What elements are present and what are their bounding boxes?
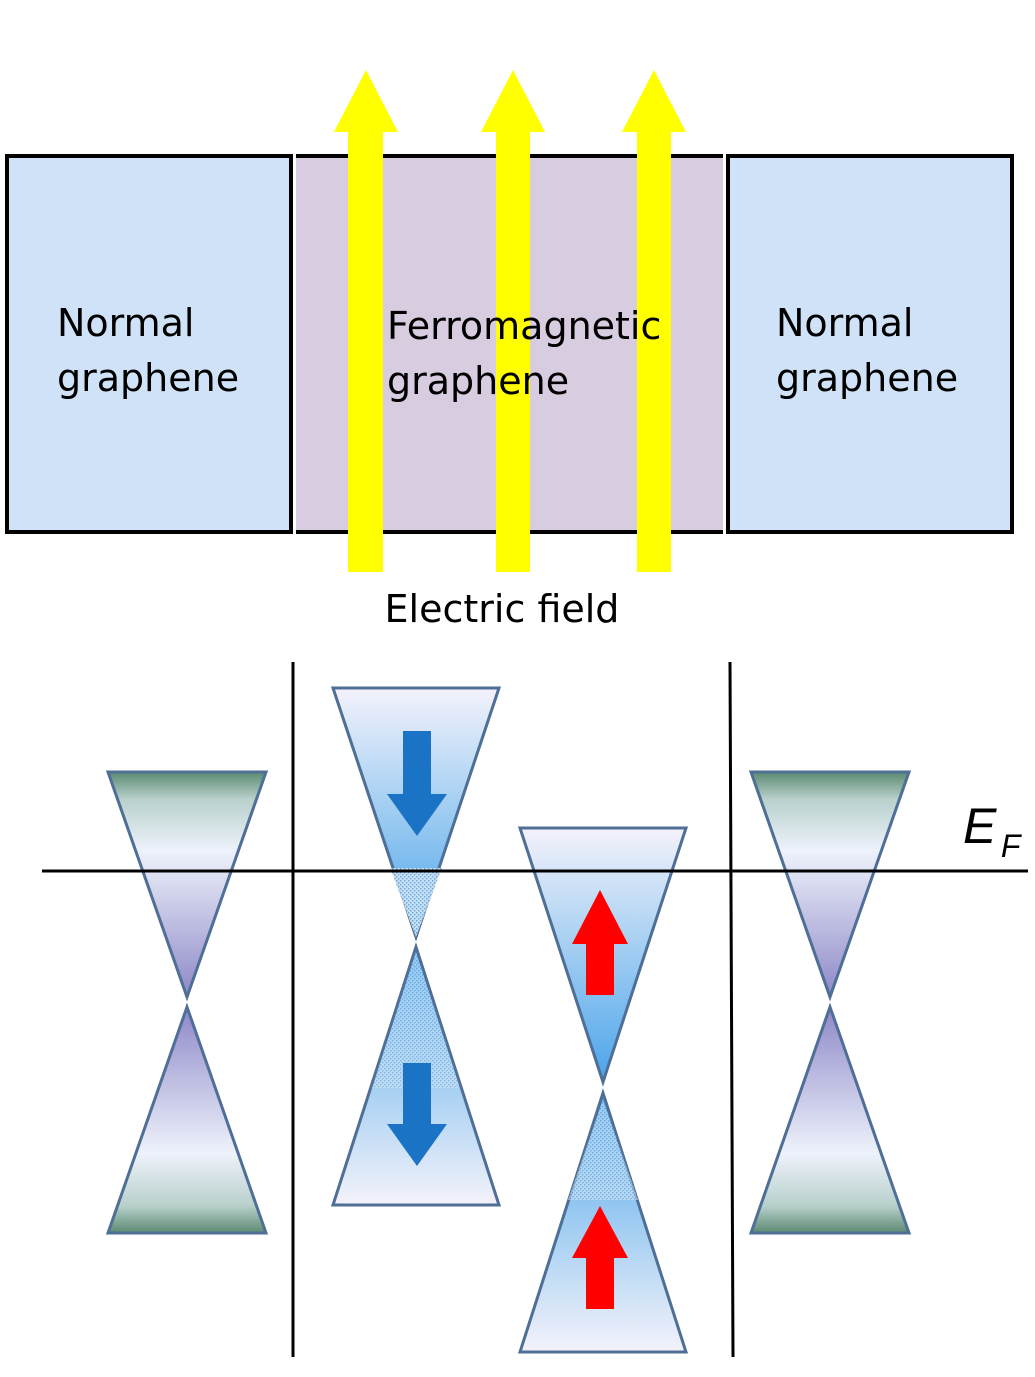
spin-down-arrow-lower xyxy=(387,1063,447,1166)
spin-down-arrow-upper xyxy=(387,731,447,836)
spin-down-stippled-filling xyxy=(390,868,442,937)
middle-region-line2: graphene xyxy=(387,359,569,403)
electric-field-label: Electric field xyxy=(385,587,620,631)
fermi-level-subscript: F xyxy=(1001,828,1023,864)
spin-up-valence-stipple xyxy=(568,1100,638,1200)
middle-region-label: Ferromagnetic graphene xyxy=(387,304,673,403)
electric-field-arrow xyxy=(622,70,686,572)
right-conduction-cone xyxy=(748,770,912,1002)
spin-up-arrow-upper xyxy=(572,890,628,995)
spin-down-dirac-cone xyxy=(330,686,502,1207)
right-region-label: Normal graphene xyxy=(776,301,958,400)
electric-field-arrow xyxy=(481,70,545,572)
left-valence-cone xyxy=(105,1002,269,1235)
electric-field-arrow xyxy=(334,70,398,572)
right-interface-line xyxy=(728,661,735,1358)
right-region-line2: graphene xyxy=(776,356,958,400)
left-region-line1: Normal xyxy=(57,301,195,345)
left-dirac-cone xyxy=(105,770,269,1235)
left-region-label: Normal graphene xyxy=(57,301,239,400)
normal-graphene-left-block xyxy=(5,154,293,534)
left-conduction-cone xyxy=(105,770,269,1002)
spin-down-valence-stipple xyxy=(372,952,460,1088)
normal-graphene-right-block xyxy=(726,154,1014,534)
fermi-level-symbol: E xyxy=(963,798,997,854)
spin-up-dirac-cone xyxy=(517,826,689,1354)
left-region-line2: graphene xyxy=(57,356,239,400)
fermi-level-label: E F xyxy=(963,798,1023,864)
right-valence-cone xyxy=(748,1002,912,1235)
electric-field-arrows xyxy=(334,70,686,572)
spin-up-arrow-lower xyxy=(572,1206,628,1309)
band-diagram: E F xyxy=(42,661,1028,1358)
right-dirac-cone xyxy=(748,770,912,1235)
right-region-line1: Normal xyxy=(776,301,914,345)
middle-region-line1: Ferromagnetic xyxy=(387,304,661,348)
